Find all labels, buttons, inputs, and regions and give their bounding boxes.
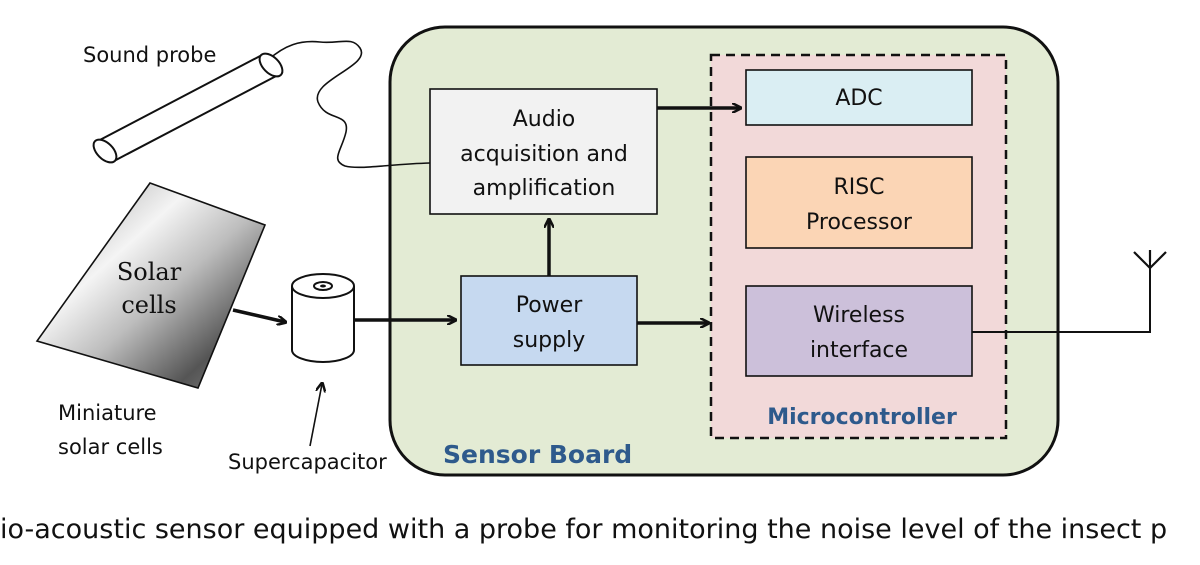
supercapacitor-label: Supercapacitor	[228, 450, 387, 474]
power-line-2: supply	[513, 328, 585, 353]
supercapacitor-icon	[291, 273, 355, 363]
adc-block: ADC	[745, 69, 973, 126]
audio-line-1: Audio	[513, 107, 576, 132]
miniature-label-2: solar cells	[58, 435, 163, 459]
wireless-line-2: interface	[810, 338, 908, 363]
antenna-icon	[1133, 250, 1167, 269]
power-supply-block: Power supply	[460, 275, 638, 366]
audio-line-3: amplification	[473, 176, 616, 201]
solar-cells-icon	[35, 182, 267, 389]
probe-cable	[267, 40, 431, 169]
arrow-label-to-supercap	[309, 384, 322, 447]
solar-label-1: Solar	[117, 258, 182, 286]
figure-caption: io-acoustic sensor equipped with a probe…	[0, 514, 1167, 545]
microcontroller-title: Microcontroller	[767, 405, 957, 430]
risc-line-1: RISC	[833, 175, 884, 200]
sound-probe-label: Sound probe	[83, 43, 216, 67]
miniature-label-1: Miniature	[58, 401, 157, 425]
antenna-wire	[972, 262, 1151, 333]
sensor-board-title: Sensor Board	[443, 440, 632, 469]
sound-probe-icon	[92, 52, 284, 164]
wireless-line-1: Wireless	[813, 303, 905, 328]
adc-label: ADC	[835, 86, 882, 111]
risc-line-2: Processor	[806, 210, 913, 235]
wireless-block: Wireless interface	[745, 285, 973, 377]
audio-block: Audio acquisition and amplification	[429, 88, 658, 215]
risc-block: RISC Processor	[745, 156, 973, 249]
solar-label-2: cells	[121, 291, 176, 319]
arrow-solar-to-supercap	[232, 308, 285, 322]
audio-line-2: acquisition and	[460, 142, 628, 167]
power-line-1: Power	[516, 293, 583, 318]
